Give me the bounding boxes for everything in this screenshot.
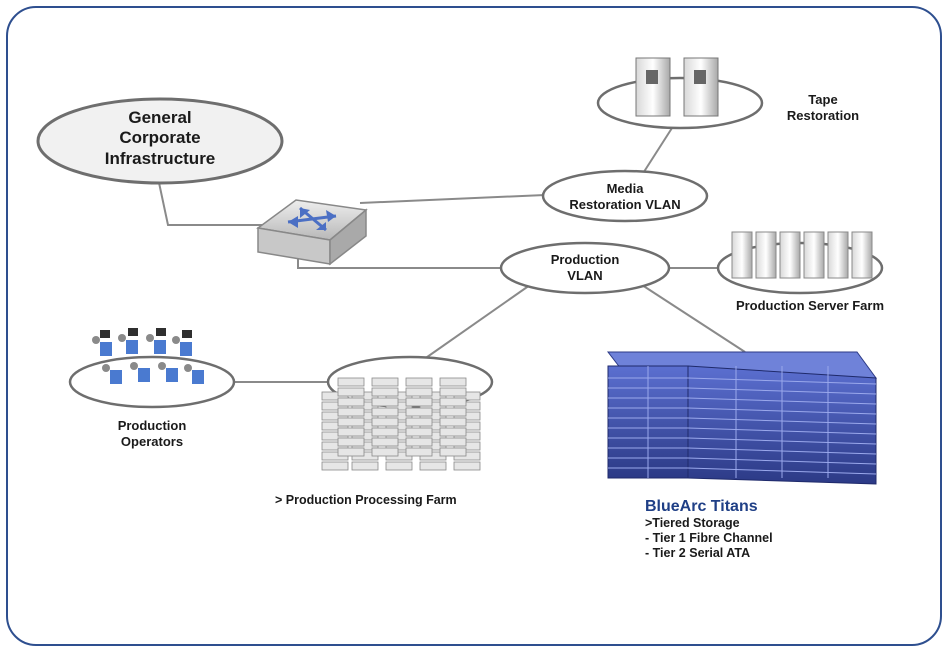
tape-rack-icon <box>635 57 719 117</box>
bluearc-label: BlueArc Titans >Tiered Storage - Tier 1 … <box>645 497 773 561</box>
processing-server-unit <box>351 461 379 471</box>
storage-array-icon <box>606 351 877 485</box>
bluearc-line-1: >Tiered Storage <box>645 516 740 531</box>
processing-server-unit <box>371 387 399 397</box>
tape-ellipse <box>596 76 764 130</box>
link-production-processing <box>419 284 531 363</box>
processing-server-unit <box>337 437 365 447</box>
processing-server-unit <box>337 377 365 387</box>
processing-server-unit <box>337 387 365 397</box>
processing-server-unit <box>337 417 365 427</box>
production-vlan-ellipse <box>499 241 671 295</box>
processing-server-unit <box>439 417 467 427</box>
processing-server-unit <box>439 387 467 397</box>
processing-server-unit <box>439 437 467 447</box>
processing-server-unit <box>371 427 399 437</box>
bluearc-title: BlueArc Titans <box>645 498 758 515</box>
processing-server-unit <box>405 397 433 407</box>
processing-server-unit <box>337 447 365 457</box>
processing-server-unit <box>453 461 481 471</box>
corporate-label: General Corporate Infrastructure <box>104 108 216 168</box>
operators-ellipse <box>68 355 236 409</box>
media-vlan-ellipse <box>541 169 709 223</box>
connection-lines <box>157 127 746 383</box>
processing-server-unit <box>439 447 467 457</box>
server-farm-icon <box>731 231 873 279</box>
link-production-storage <box>641 284 746 353</box>
tape-label: Tape Restoration <box>786 92 860 123</box>
processing-server-unit <box>337 427 365 437</box>
processing-server-unit <box>439 427 467 437</box>
processing-server-unit <box>337 407 365 417</box>
processing-farm-label: > Production Processing Farm <box>275 493 457 507</box>
switch-icon <box>256 199 368 266</box>
network-diagram <box>36 57 884 485</box>
processing-server-unit <box>439 397 467 407</box>
processing-server-unit <box>371 417 399 427</box>
bluearc-line-2: - Tier 1 Fibre Channel <box>645 531 773 546</box>
processing-server-unit <box>419 461 447 471</box>
link-switch-media <box>359 194 546 204</box>
server-farm-label: Production Server Farm <box>735 298 885 313</box>
link-corporate-switch <box>157 177 268 226</box>
link-media-tape <box>639 127 673 179</box>
processing-server-unit <box>439 407 467 417</box>
processing-server-unit <box>405 437 433 447</box>
processing-server-unit <box>405 407 433 417</box>
processing-server-unit <box>337 397 365 407</box>
processing-farm-icon <box>321 377 481 471</box>
processing-server-unit <box>371 437 399 447</box>
operators-label: Production Operators <box>117 418 187 449</box>
processing-server-unit <box>371 407 399 417</box>
processing-server-unit <box>385 461 413 471</box>
operators-icon <box>92 328 204 384</box>
processing-server-unit <box>371 447 399 457</box>
bluearc-line-3: - Tier 2 Serial ATA <box>645 546 751 561</box>
processing-server-unit <box>439 377 467 387</box>
processing-server-unit <box>405 387 433 397</box>
processing-server-unit <box>321 461 349 471</box>
production-vlan-label: Production VLAN <box>550 252 620 283</box>
processing-server-unit <box>371 397 399 407</box>
corporate-ellipse <box>36 97 284 185</box>
processing-server-unit <box>405 417 433 427</box>
processing-server-unit <box>405 377 433 387</box>
processing-server-unit <box>405 447 433 457</box>
processing-server-unit <box>371 377 399 387</box>
processing-server-unit <box>405 427 433 437</box>
link-switch-production <box>297 258 502 269</box>
media-vlan-label: Media Restoration VLAN <box>569 181 681 212</box>
